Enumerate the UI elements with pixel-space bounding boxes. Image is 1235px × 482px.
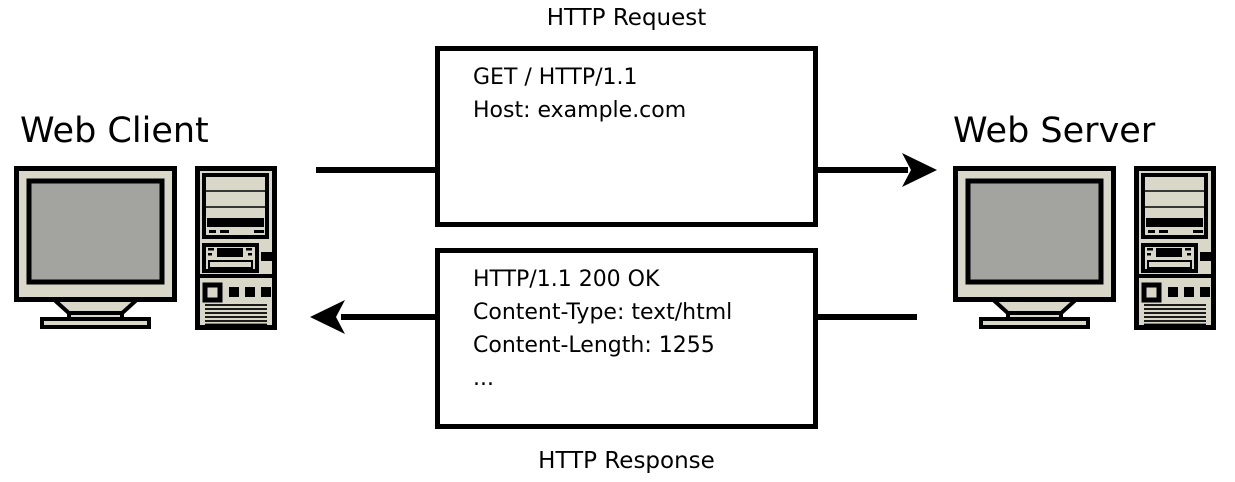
response-line: Content-Length: 1255 (473, 333, 715, 358)
monitor-icon (14, 166, 177, 329)
request-line: Host: example.com (473, 98, 687, 123)
request-arrowhead-icon (902, 153, 937, 187)
tower-icon (195, 166, 277, 330)
http-request-label: HTTP Request (546, 5, 707, 31)
monitor-icon (953, 166, 1116, 329)
client-computer-icon (14, 166, 277, 330)
request-line: GET / HTTP/1.1 (473, 65, 638, 90)
response-arrowhead-icon (310, 300, 345, 334)
response-line: Content-Type: text/html (473, 300, 733, 325)
http-response-box: HTTP/1.1 200 OK Content-Type: text/html … (435, 248, 818, 429)
response-line: HTTP/1.1 200 OK (473, 267, 660, 292)
web-client-label: Web Client (20, 111, 209, 151)
web-server-label: Web Server (953, 111, 1156, 151)
tower-icon (1134, 166, 1216, 330)
http-response-label: HTTP Response (538, 448, 715, 474)
response-line: ... (473, 366, 494, 391)
http-request-box: GET / HTTP/1.1 Host: example.com (435, 46, 818, 227)
server-computer-icon (953, 166, 1216, 330)
